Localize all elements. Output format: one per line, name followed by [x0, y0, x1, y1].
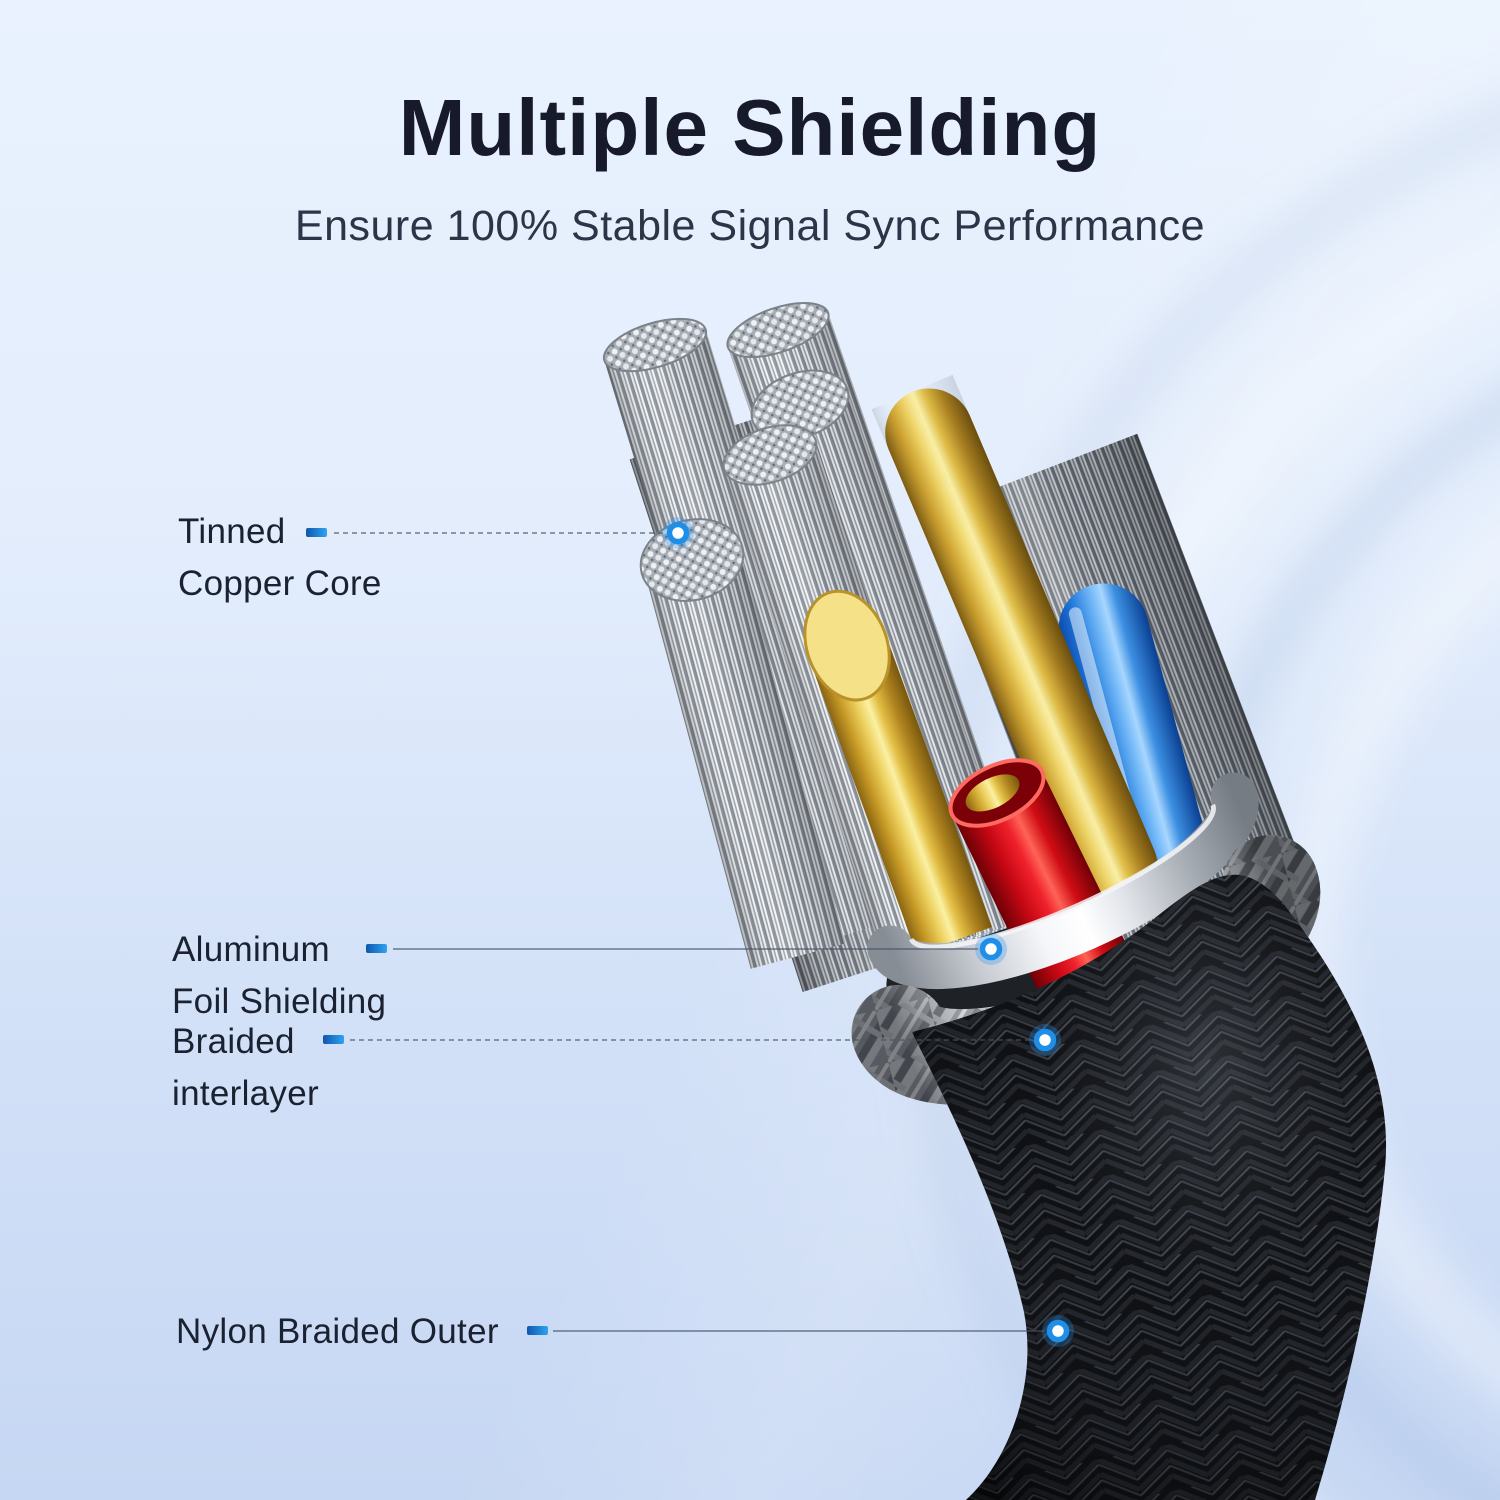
- gold-conductor: [803, 589, 993, 955]
- header: Multiple Shielding Ensure 100% Stable Si…: [0, 0, 1500, 251]
- tinned-copper-core-bundle: [639, 518, 846, 969]
- callout-label-line: Braided: [172, 1022, 295, 1061]
- marker-dot-aluminum: [975, 933, 1007, 965]
- callout-braided-interlayer: Braided interlayer: [172, 1016, 319, 1120]
- aluminum-foil-ring: [867, 772, 1259, 990]
- nylon-jacket: [912, 874, 1387, 1500]
- marker-dot-braided: [1029, 1024, 1061, 1056]
- callout-label-line: Foil Shielding: [172, 982, 387, 1021]
- accent-dash: [527, 1326, 548, 1335]
- callout-tinned-copper-core: Tinned Copper Core: [178, 506, 382, 610]
- accent-dash: [323, 1035, 344, 1044]
- callout-label-line: interlayer: [172, 1074, 319, 1113]
- callout-leaders: [334, 532, 1044, 1332]
- gold-conductor: [871, 374, 1172, 925]
- callout-label-line: Copper Core: [178, 564, 382, 603]
- callout-label-line: Nylon Braided Outer: [176, 1312, 499, 1351]
- marker-dot-tinned: [662, 517, 694, 549]
- accent-dash: [366, 944, 387, 953]
- callout-dashes: [306, 528, 548, 1335]
- callout-aluminum-foil-shielding: Aluminum Foil Shielding: [172, 924, 386, 1028]
- callout-label-line: Aluminum: [172, 930, 331, 969]
- callout-label-line: Tinned: [178, 512, 286, 551]
- accent-dash: [306, 528, 327, 537]
- page-subtitle: Ensure 100% Stable Signal Sync Performan…: [294, 202, 1206, 250]
- page-title: Multiple Shielding: [398, 83, 1102, 172]
- marker-dot-nylon: [1042, 1315, 1074, 1347]
- callout-markers: [662, 517, 1074, 1347]
- callout-nylon-braided-outer: Nylon Braided Outer: [176, 1306, 499, 1358]
